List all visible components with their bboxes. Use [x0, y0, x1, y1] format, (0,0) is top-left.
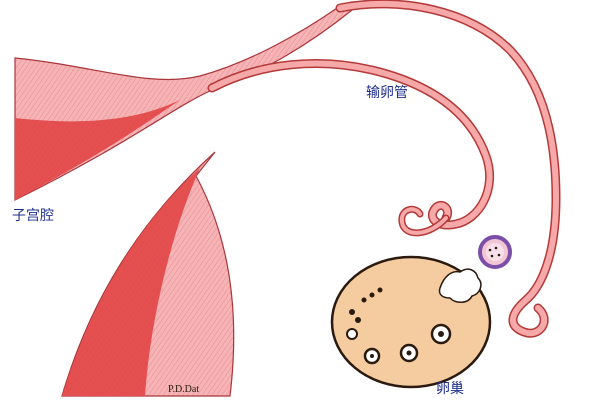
artist-signature: P.D.Dat [168, 384, 200, 395]
fallopian-tube-inner [207, 59, 495, 230]
ovulation-site [438, 268, 482, 303]
uterus-upper-horn [14, 5, 354, 201]
ovary [330, 255, 492, 389]
label-ovary: 卵巢 [436, 381, 464, 397]
egg-cell [478, 235, 512, 269]
uterus-lower-horn [61, 151, 235, 397]
follicle-medium [346, 323, 452, 365]
label-fallopian-tube: 输卵管 [366, 85, 408, 101]
follicle-small-dots [349, 287, 383, 323]
label-uterine-cavity: 子宫腔 [12, 208, 54, 224]
